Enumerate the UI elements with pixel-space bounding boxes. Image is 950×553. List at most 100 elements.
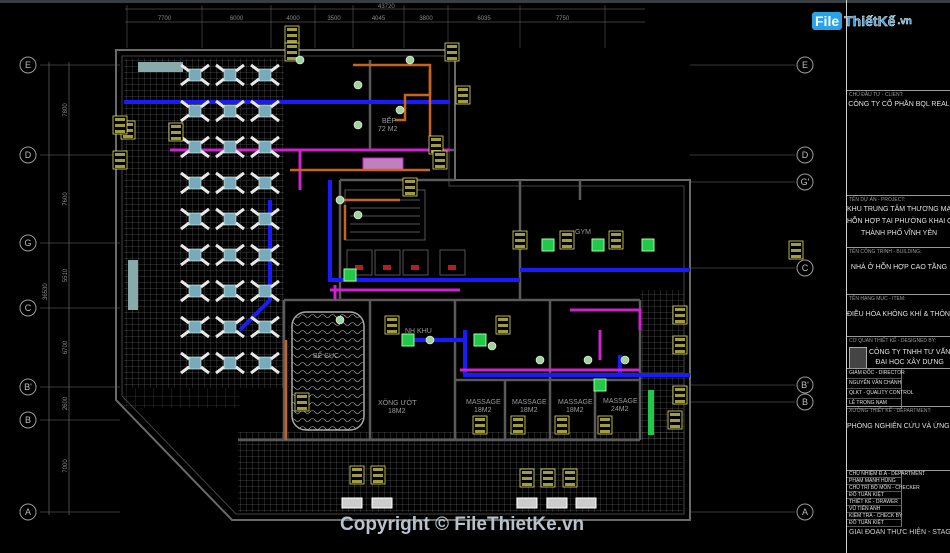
- flex-duct: [250, 99, 280, 123]
- flex-duct: [215, 243, 245, 267]
- room-label: 18M2: [566, 407, 584, 414]
- tag-text-line: [115, 153, 125, 156]
- dim-top-span: 7750: [556, 16, 570, 22]
- flex-duct: [180, 351, 210, 375]
- diffuser: [620, 355, 630, 365]
- axis-bubble-circle: [19, 234, 37, 252]
- building-heading: TÊN CÔNG TRÌNH - BUILDING:: [849, 249, 922, 255]
- room-label: MASSAGE: [512, 399, 547, 406]
- dim-top-span: 4045: [372, 16, 386, 22]
- grid-axis-bubble: B: [796, 393, 814, 411]
- tag-text-line: [123, 129, 133, 132]
- jacuzzi-pool: [291, 311, 365, 431]
- flex-duct: [180, 207, 210, 231]
- flex-duct: [250, 207, 280, 231]
- louver-unit: [341, 497, 363, 509]
- equipment-tag: [455, 85, 471, 105]
- dim-left-span: 7000: [63, 459, 69, 473]
- grid-axis-lines: [40, 5, 795, 513]
- flex-duct: [250, 63, 280, 87]
- louver-unit: [371, 497, 393, 509]
- diffuser: [353, 80, 363, 90]
- tag-text-line: [458, 88, 468, 91]
- fancoil-unit: [215, 99, 245, 123]
- louver-unit: [546, 497, 568, 509]
- tag-text-line: [791, 243, 801, 246]
- tag-text-line: [435, 165, 445, 168]
- client-heading: CHỦ ĐẦU TƯ - CLIENT:: [849, 92, 904, 98]
- fancoil-body: [223, 320, 237, 334]
- room-label: 18M2: [388, 408, 406, 415]
- axis-bubble-circle: [19, 299, 37, 317]
- fancoil-unit: [250, 171, 280, 195]
- grid-axis-bubble: B': [19, 378, 37, 396]
- tag-text-line: [373, 474, 383, 477]
- indoor-unit: [641, 238, 655, 252]
- equipment-block: [138, 62, 183, 72]
- indoor-unit: [401, 333, 415, 347]
- logo-name: ThiếtKế: [844, 13, 896, 29]
- return-ducts: [170, 148, 642, 372]
- tag-text-line: [557, 418, 567, 421]
- tag-text-line: [791, 249, 801, 252]
- logo-tld: .vn: [897, 15, 912, 27]
- tag-text-line: [431, 138, 441, 141]
- tag-text-line: [675, 308, 685, 311]
- tag-text-line: [675, 344, 685, 347]
- grid-axis-bubble: C: [19, 299, 37, 317]
- tag-text-line: [171, 137, 181, 140]
- tag-text-line: [515, 233, 525, 236]
- tag-text-line: [675, 388, 685, 391]
- tag-text-line: [565, 477, 575, 480]
- equipment-tag: [667, 410, 683, 430]
- tag-text-line: [387, 324, 397, 327]
- fancoil-unit: [180, 171, 210, 195]
- equipment-tag: [112, 115, 128, 135]
- tag-text-line: [557, 424, 567, 427]
- tag-text-line: [115, 118, 125, 121]
- tag-text-line: [435, 153, 445, 156]
- equipment-tag: [432, 150, 448, 170]
- diffuser: [353, 210, 363, 220]
- equipment-tag: [554, 415, 570, 435]
- tag-text-line: [171, 125, 181, 128]
- dimension-lines: [48, 8, 645, 515]
- flex-duct: [215, 315, 245, 339]
- tag-text-line: [498, 330, 508, 333]
- diffuser: [335, 195, 345, 205]
- fancoil-unit: [250, 207, 280, 231]
- diffuser: [335, 315, 345, 325]
- fancoil-unit: [250, 279, 280, 303]
- copyright-watermark: Copyright © FileThietKe.vn: [340, 514, 585, 535]
- flex-duct: [215, 351, 245, 375]
- air-handling-unit: [362, 157, 404, 171]
- fancoil-unit: [215, 135, 245, 159]
- tag-text-line: [513, 430, 523, 433]
- fancoil-body: [258, 320, 272, 334]
- flex-duct: [215, 207, 245, 231]
- grid-axis-bubble: E: [19, 56, 37, 74]
- tag-text-line: [475, 430, 485, 433]
- diffuser: [425, 335, 435, 345]
- tag-text-line: [405, 186, 415, 189]
- equipment-tag: [168, 122, 184, 142]
- fancoil-unit: [180, 99, 210, 123]
- diffuser: [487, 341, 497, 351]
- tag-text-line: [675, 394, 685, 397]
- fancoil-body: [258, 212, 272, 226]
- supply-ducts: [124, 100, 690, 377]
- fancoil-unit: [180, 279, 210, 303]
- fancoil-unit: [250, 99, 280, 123]
- tag-text-line: [515, 239, 525, 242]
- room-label: MASSAGE: [466, 399, 501, 406]
- flex-duct: [180, 171, 210, 195]
- project-line: KHU TRUNG TÂM THƯƠNG MẠI VÀ N: [847, 206, 950, 213]
- flex-duct: [215, 171, 245, 195]
- axis-bubble-circle: [796, 173, 814, 191]
- tag-text-line: [515, 245, 525, 248]
- grid-axis-bubble: D: [19, 146, 37, 164]
- equipment-tag: [510, 415, 526, 435]
- dim-left-span: 7800: [63, 103, 69, 117]
